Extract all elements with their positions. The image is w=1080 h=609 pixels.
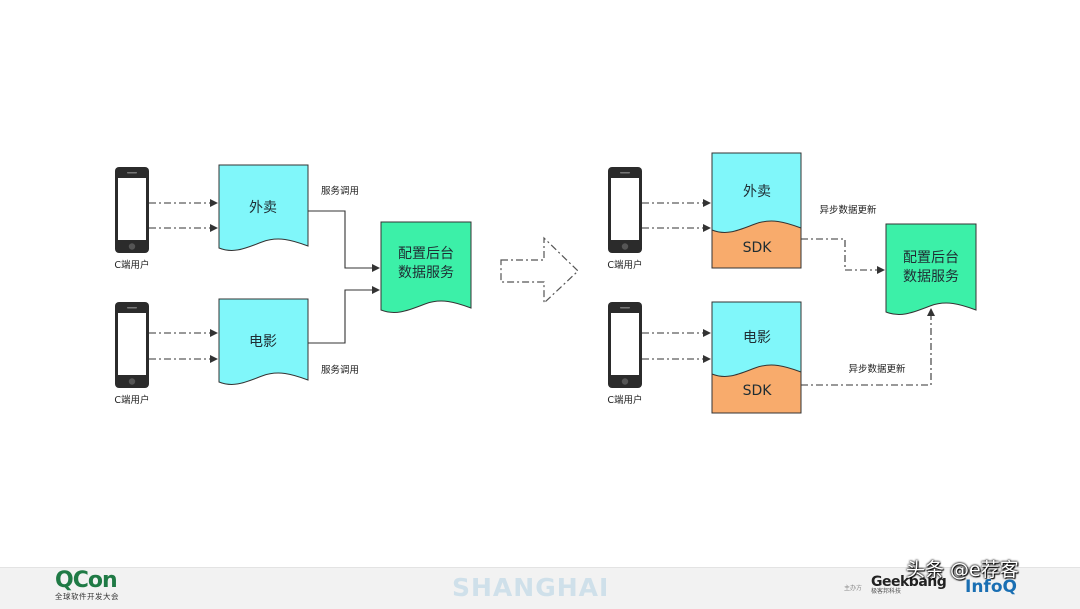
slide-footer: QCon 全球软件开发大会 SHANGHAI 主办方 Geekbang 极客邦科… [0, 567, 1080, 609]
edge-label-async-update: 异步数据更新 [848, 363, 906, 375]
phone-label: C端用户 [114, 259, 149, 271]
transition-arrow [500, 236, 579, 305]
waimai-label: 外卖 [743, 184, 771, 200]
geekbang-logo: Geekbang 极客邦科技 [871, 574, 947, 595]
async-update-arrow [801, 238, 885, 274]
dianying-service-box [218, 298, 309, 385]
qcon-logo: QCon 全球软件开发大会 [55, 570, 119, 601]
watermark: 头条 @e荐客 [906, 559, 1019, 581]
city-label: SHANGHAI [452, 573, 610, 602]
phone-label: C端用户 [607, 394, 642, 406]
dianying-service-area [711, 301, 802, 377]
edge-label-service-call: 服务调用 [321, 364, 359, 376]
infoq-logo: InfoQ [965, 577, 1017, 597]
phone-label: C端用户 [114, 394, 149, 406]
config-backend-box [885, 223, 977, 315]
waimai-label: 外卖 [249, 200, 277, 216]
phone-label: C端用户 [607, 259, 642, 271]
config-backend-box [380, 221, 472, 313]
phone-icon [115, 167, 149, 253]
service-call-arrow [308, 286, 380, 344]
qcon-brand: QCon [55, 568, 118, 593]
backend-label-line1: 配置后台 [903, 250, 959, 266]
dianying-label: 电影 [743, 330, 771, 346]
sponsor-label: 主办方 [844, 585, 863, 592]
backend-label-line2: 数据服务 [398, 265, 454, 281]
edge-label-service-call: 服务调用 [321, 185, 359, 197]
sdk-label: SDK [743, 383, 773, 399]
geekbang-subtitle: 极客邦科技 [871, 588, 902, 595]
service-call-arrow [308, 210, 380, 272]
qcon-subtitle: 全球软件开发大会 [55, 592, 119, 601]
backend-label-line1: 配置后台 [398, 246, 454, 262]
waimai-service-box [218, 164, 309, 251]
architecture-diagram: C端用户 C端用户 外卖 电影 服务调用 服务调用 配置后台 数据服务 C端用户… [114, 152, 977, 414]
dianying-label: 电影 [249, 334, 277, 350]
waimai-service-area [711, 152, 802, 233]
phone-icon [608, 302, 642, 388]
phone-icon [608, 167, 642, 253]
phone-icon [115, 302, 149, 388]
edge-label-async-update: 异步数据更新 [819, 204, 877, 216]
sdk-label: SDK [743, 240, 773, 256]
geekbang-brand: Geekbang [871, 574, 947, 590]
backend-label-line2: 数据服务 [903, 269, 959, 285]
async-update-arrow [801, 308, 935, 386]
